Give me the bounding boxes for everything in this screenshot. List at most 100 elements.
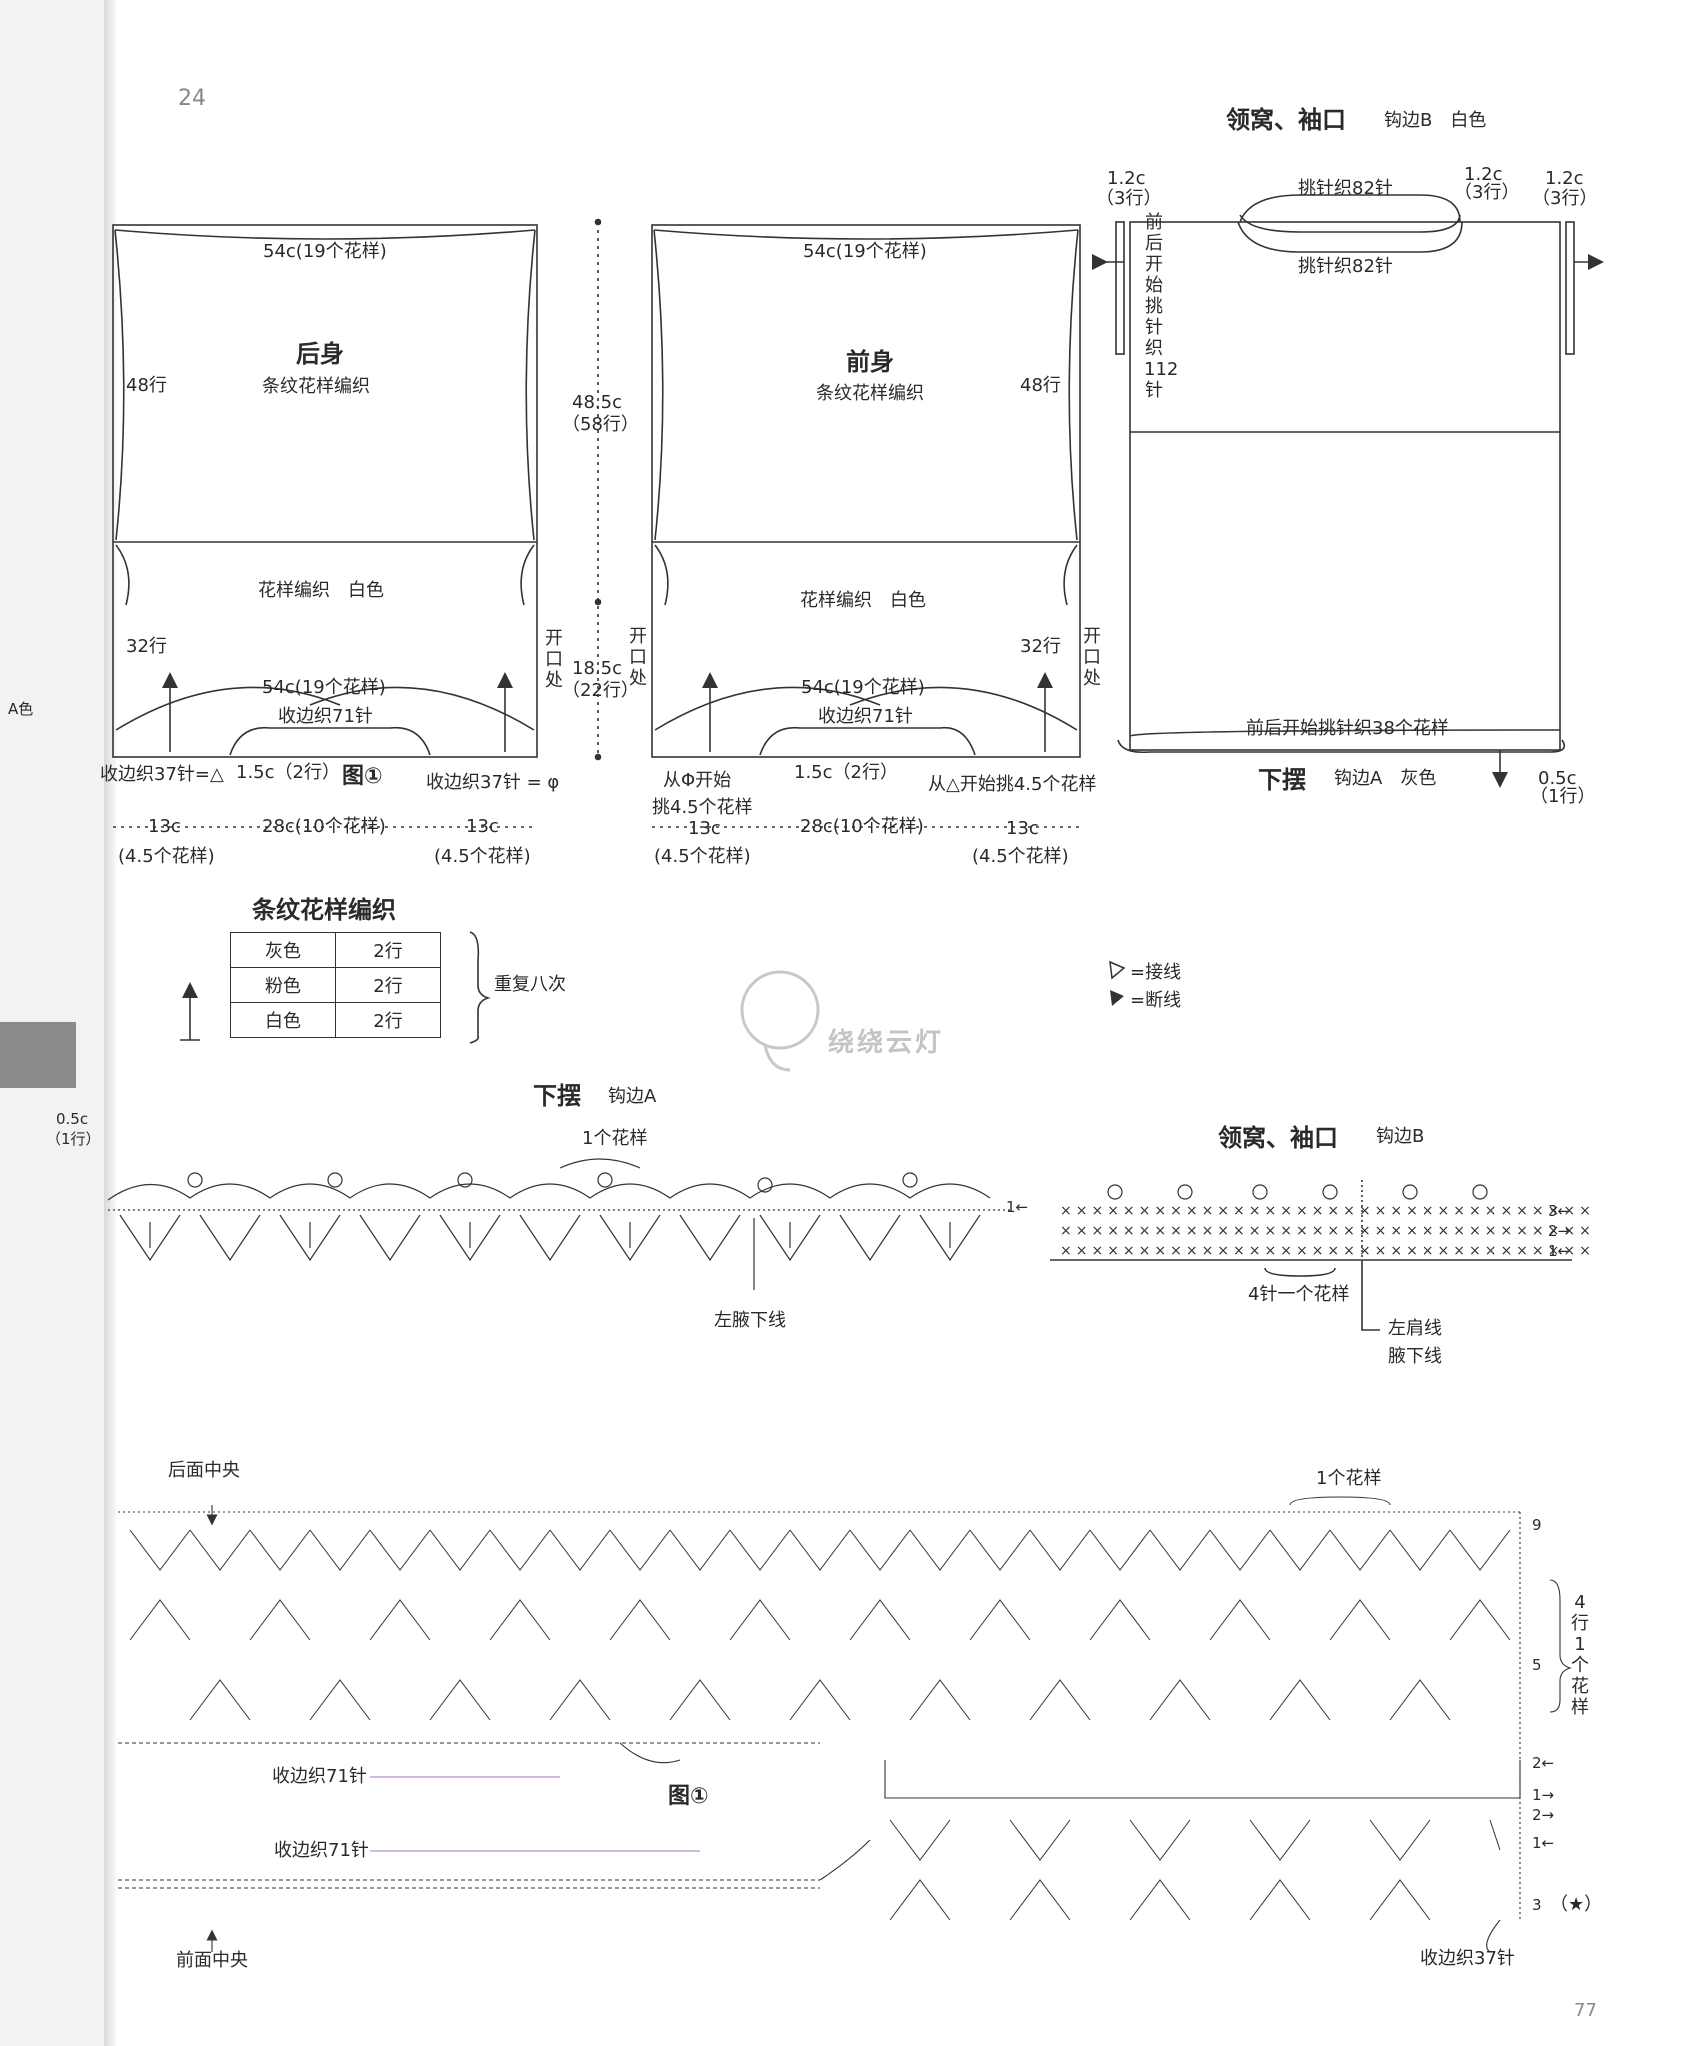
neck-hem-pick: 前后开始挑针织38个花样 <box>1246 718 1449 739</box>
back-rows-upper: 48行 <box>126 375 167 396</box>
front-sub-right: (4.5个花样) <box>972 846 1069 867</box>
front-rows-upper: 48行 <box>1020 375 1061 396</box>
stripe-count: 2行 <box>335 967 441 1003</box>
neck-mid-rows: （3行） <box>1454 182 1520 203</box>
back-dip: 1.5c（2行） <box>236 762 340 783</box>
rows-per-repeat: 4行1个花样 <box>1571 1592 1589 1718</box>
front-slit-left: 开口处 <box>629 626 647 689</box>
back-dim-left: 13c <box>148 816 181 837</box>
height-lower-rows: （22行） <box>562 680 639 701</box>
row-label-9: 9 <box>1532 1516 1542 1534</box>
stripe-count: 2行 <box>335 932 441 968</box>
cut-triangle-icon <box>1110 990 1124 1006</box>
row-label-1b: 1← <box>1532 1834 1555 1852</box>
edging-a-repeat: 1个花样 <box>582 1128 648 1149</box>
row-label-5: 5 <box>1532 1656 1542 1674</box>
front-panel-outline <box>651 224 1081 758</box>
back-subtitle: 条纹花样编织 <box>262 376 370 397</box>
height-total: 48.5c <box>572 392 622 413</box>
legend-join: =接线 <box>1130 962 1182 983</box>
neck-diagram-outline <box>1092 194 1604 788</box>
front-slit-right: 开口处 <box>1083 626 1101 689</box>
row-label-2b: 2→ <box>1532 1806 1555 1824</box>
back-fig-label: 图① <box>342 764 383 789</box>
back-rows-lower: 32行 <box>126 636 167 657</box>
svg-text:××××××××××××××××××××××××××××××: ×××××××××××××××××××××××××××××××××× <box>1060 1223 1595 1239</box>
neck-sleeve-note: 前后开始挑针织112针 <box>1144 212 1179 401</box>
edging-b-shoulder: 左肩线 <box>1388 1318 1442 1339</box>
front-rows-lower: 32行 <box>1020 636 1061 657</box>
edging-b-picots <box>1107 1184 1488 1200</box>
neck-right-rows: （3行） <box>1532 188 1598 209</box>
edging-b-stitch-rows: ×××××××××××××××××××××××××××××××××× ×××××… <box>1060 1203 1595 1259</box>
stripe-row: 白色 2行 <box>230 1002 441 1038</box>
watermark-text: 绕绕云灯 <box>828 1028 945 1058</box>
edging-a-title: 下摆 <box>533 1082 581 1110</box>
neck-left-dim: 1.2c <box>1107 168 1146 189</box>
neck-hem-sub: 钩边A 灰色 <box>1334 768 1437 789</box>
edging-a-sub: 钩边A <box>608 1086 657 1107</box>
stripe-table: 灰色 2行 粉色 2行 白色 2行 <box>230 932 441 1038</box>
page-number-top: 24 <box>178 86 206 111</box>
neck-hem-title: 下摆 <box>1258 766 1306 794</box>
front-edge-stitches: 收边织71针 <box>818 706 913 727</box>
neck-pick-bottom: 挑针织82针 <box>1298 256 1393 277</box>
watermark-logo <box>740 970 820 1072</box>
front-title: 前身 <box>846 348 894 376</box>
edging-a-picots <box>187 1172 918 1193</box>
edge71-front: 收边织71针 <box>274 1840 369 1861</box>
main-chart-fans <box>129 1529 1511 1921</box>
edging-b-chart <box>1050 1180 1572 1331</box>
main-crochet-chart <box>118 1496 1572 1953</box>
row-label-3: 3 <box>1532 1896 1542 1914</box>
legend-cut: =断线 <box>1130 990 1182 1011</box>
front-center-label: 前面中央 <box>176 1950 248 1971</box>
back-dim-mid: 28c(10个花样) <box>262 816 386 837</box>
stripe-repeat: 重复八次 <box>494 974 566 995</box>
page-number-bottom: 77 <box>1574 2000 1597 2021</box>
edging-a-chart <box>107 1158 1010 1290</box>
back-edge-stitches: 收边织71针 <box>278 706 373 727</box>
front-right-note: 从△开始挑4.5个花样 <box>928 774 1097 795</box>
edging-a-underarm: 左腋下线 <box>714 1310 786 1331</box>
back-lower-label: 花样编织 白色 <box>258 580 384 601</box>
back-sub-left: (4.5个花样) <box>118 846 215 867</box>
front-width-bottom: 54c(19个花样) <box>801 677 925 698</box>
edging-b-repeat: 4针一个花样 <box>1248 1284 1350 1305</box>
edging-b-underarm: 腋下线 <box>1388 1346 1442 1367</box>
neck-mid-dim: 1.2c <box>1464 164 1503 185</box>
front-dim-left: 13c <box>688 818 721 839</box>
main-fig-label: 图① <box>668 1784 709 1809</box>
side-rows: （1行） <box>46 1130 101 1148</box>
svg-text:××××××××××××××××××××××××××××××: ×××××××××××××××××××××××××××××××××× <box>1060 1203 1595 1219</box>
front-dim-right: 13c <box>1006 818 1039 839</box>
edging-b-title: 领窝、袖口 <box>1218 1124 1338 1152</box>
side-label-a: A色 <box>8 700 34 718</box>
row-label-2: 2← <box>1532 1754 1555 1772</box>
neck-left-rows: （3行） <box>1096 188 1162 209</box>
front-width-top: 54c(19个花样) <box>803 241 927 262</box>
front-left-note2: 挑4.5个花样 <box>652 797 753 818</box>
edging-b-row2: 2→ <box>1548 1222 1571 1240</box>
back-width-bottom: 54c(19个花样) <box>262 677 386 698</box>
stripe-count: 2行 <box>335 1002 441 1038</box>
svg-text:××××××××××××××××××××××××××××××: ×××××××××××××××××××××××××××××××××× <box>1060 1243 1595 1259</box>
neck-title: 领窝、袖口 <box>1226 106 1346 134</box>
back-left-edge: 收边织37针=△ <box>100 764 224 785</box>
edging-b-sub: 钩边B <box>1376 1126 1425 1147</box>
front-lower-label: 花样编织 白色 <box>800 590 926 611</box>
back-center-label: 后面中央 <box>168 1460 240 1481</box>
stripe-row: 粉色 2行 <box>230 967 441 1003</box>
back-dim-right: 13c <box>466 816 499 837</box>
stripe-color: 白色 <box>230 1002 336 1038</box>
row-label-1a: 1→ <box>1532 1786 1555 1804</box>
join-triangle-icon <box>1109 960 1126 980</box>
edging-a-row: 1← <box>1006 1198 1029 1216</box>
stripe-color: 灰色 <box>230 932 336 968</box>
side-dim: 0.5c <box>56 1110 89 1128</box>
neck-pick-top: 挑针织82针 <box>1298 178 1393 199</box>
neck-hem-dim: 0.5c <box>1538 768 1577 789</box>
edging-b-row3: 3← <box>1548 1202 1571 1220</box>
edging-b-row1: 1← <box>1548 1242 1571 1260</box>
